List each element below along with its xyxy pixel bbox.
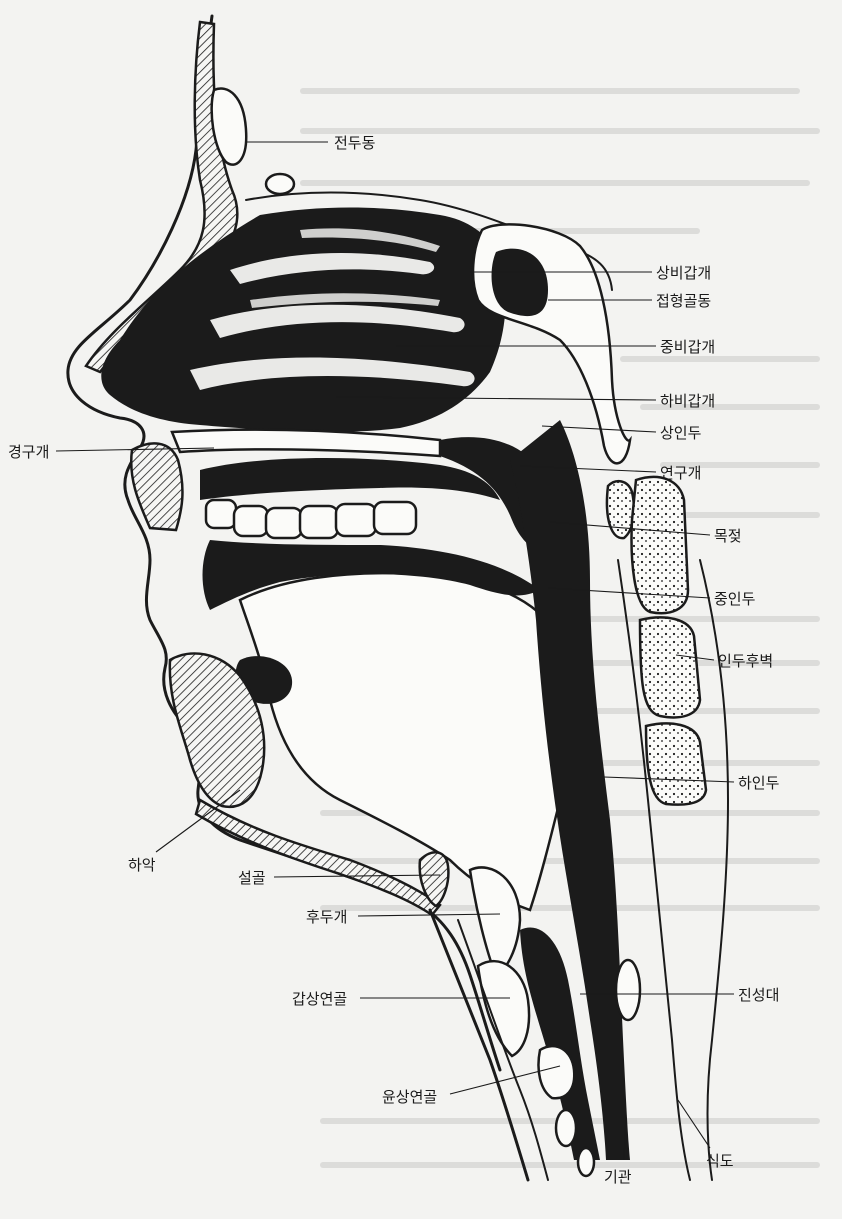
- vocal-cord-oval: [616, 960, 640, 1020]
- label-mandible: 하악: [128, 856, 156, 874]
- label-inferior-turbinate: 하비갑개: [660, 392, 715, 410]
- vertebra-c3: [640, 617, 700, 717]
- label-soft-palate: 연구개: [660, 464, 701, 482]
- label-superior-turbinate: 상비갑개: [656, 264, 711, 282]
- label-hyoid: 설골: [238, 869, 266, 887]
- label-thyroid-cartilage: 갑상연골: [292, 990, 347, 1008]
- tongue: [240, 573, 574, 910]
- label-esophagus: 식도: [706, 1152, 734, 1170]
- label-uvula: 목젖: [714, 527, 742, 545]
- vertebra-c1: [607, 481, 634, 538]
- cervical-vertebrae: [607, 477, 706, 805]
- upper-lip-hatch: [131, 443, 182, 530]
- label-frontal-sinus: 전두동: [334, 134, 376, 152]
- label-cricoid-cartilage: 윤상연골: [382, 1088, 437, 1106]
- cricoid-cartilage: [539, 1046, 575, 1098]
- vertebra-c4: [646, 723, 706, 804]
- label-epiglottis: 후두개: [306, 908, 347, 926]
- label-nasopharynx: 상인두: [660, 424, 702, 442]
- hard-palate: [172, 430, 440, 456]
- sphenoid-small-cavity: [266, 174, 294, 194]
- label-vocal-cords: 진성대: [738, 986, 779, 1004]
- label-hard-palate: 경구개: [8, 443, 49, 461]
- vertebra-c2: [632, 477, 688, 613]
- upper-teeth: [206, 500, 416, 538]
- label-pharyngeal-wall: 인두후벽: [718, 652, 773, 670]
- tracheal-ring-1: [556, 1110, 576, 1146]
- thyroid-cartilage: [478, 961, 529, 1056]
- label-middle-turbinate: 중비갑개: [660, 338, 715, 356]
- label-oropharynx: 중인두: [714, 590, 756, 608]
- oral-cavity-roof: [200, 458, 500, 500]
- label-sphenoid-sinus: 접형골동: [656, 292, 711, 310]
- label-hypopharynx: 하인두: [738, 774, 780, 792]
- tracheal-ring-2: [578, 1148, 594, 1176]
- label-trachea: 기관: [604, 1168, 632, 1186]
